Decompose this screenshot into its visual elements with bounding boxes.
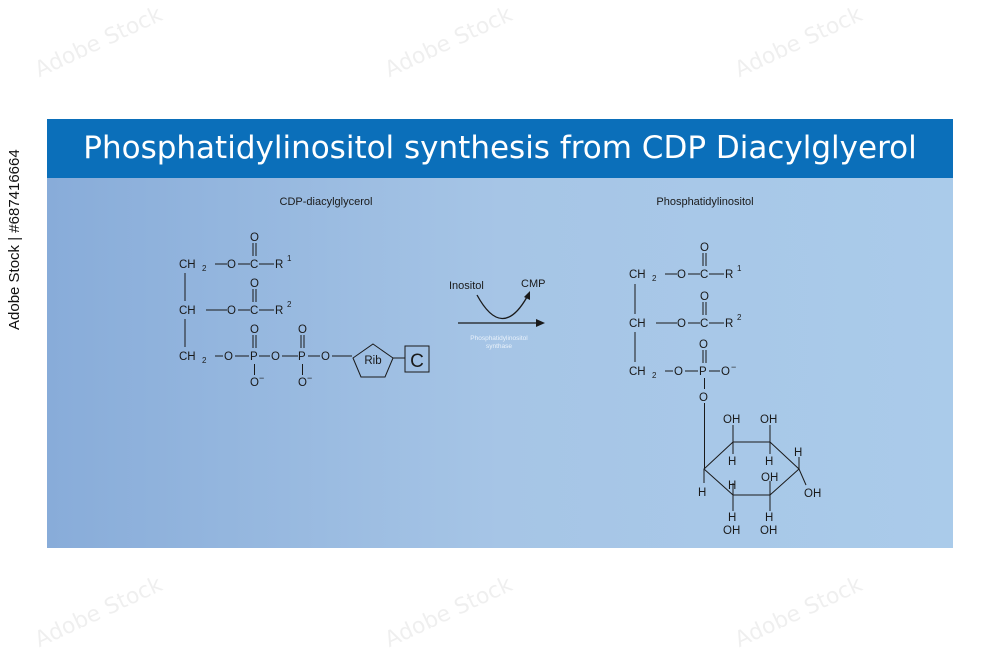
atom-label: − — [731, 362, 736, 372]
cytidine-label: C — [410, 351, 424, 372]
atom-label: C — [700, 318, 708, 330]
atom-label: O — [227, 259, 236, 271]
diagram-title: Phosphatidylinositol synthesis from CDP … — [47, 119, 953, 178]
reactant-name: CDP-diacylglycerol — [280, 196, 373, 208]
ring-atom-label: H — [728, 480, 736, 492]
atom-label: R — [725, 269, 733, 281]
atom-label: C — [250, 259, 258, 271]
ring-atom-label: H — [765, 456, 773, 468]
product-name: Phosphatidylinositol — [656, 196, 753, 208]
diagram-panel: Phosphatidylinositol synthesis from CDP … — [47, 119, 953, 548]
watermark: Adobe Stock — [31, 2, 167, 83]
atom-label: P — [250, 351, 258, 363]
ring-atom-label: OH — [760, 525, 777, 537]
atom-label: O — [250, 232, 259, 244]
atom-label: 1 — [737, 264, 742, 273]
atom-label: O — [700, 291, 709, 303]
atom-label: O — [298, 324, 307, 336]
atom-label: O — [298, 377, 307, 389]
atom-label: 2 — [202, 356, 207, 365]
ring-atom-label: OH — [723, 414, 740, 426]
atom-label: O — [227, 305, 236, 317]
reaction-arrow: Inositol CMP Phosphatidylinositol syntha… — [449, 278, 545, 350]
atom-label: P — [298, 351, 306, 363]
watermark: Adobe Stock — [381, 572, 517, 653]
ring-atom-label: OH — [760, 414, 777, 426]
atom-label: CH — [179, 305, 196, 317]
atom-label: O — [699, 339, 708, 351]
atom-label: 2 — [287, 300, 292, 309]
atom-label: CH — [629, 366, 646, 378]
atom-label: O — [699, 392, 708, 404]
ring-atom-label: H — [728, 456, 736, 468]
atom-label: C — [700, 269, 708, 281]
ring-atom-label: OH — [723, 525, 740, 537]
atom-label: 2 — [652, 371, 657, 380]
atom-label: R — [275, 305, 283, 317]
atom-label: CH — [629, 269, 646, 281]
atom-label: O — [224, 351, 233, 363]
atom-label: CH — [179, 259, 196, 271]
atom-label: CH — [629, 318, 646, 330]
ring-atom-label: H — [765, 512, 773, 524]
ring-atom-label: H — [728, 512, 736, 524]
atom-label: O — [271, 351, 280, 363]
atom-label: CH — [179, 351, 196, 363]
atom-label: C — [250, 305, 258, 317]
atom-label: 1 — [287, 254, 292, 263]
watermark: Adobe Stock — [731, 2, 867, 83]
atom-label: − — [259, 373, 264, 383]
atom-label: O — [700, 242, 709, 254]
atom-label: O — [250, 377, 259, 389]
enzyme-label: Phosphatidylinositol — [470, 335, 528, 342]
watermark: Adobe Stock — [731, 572, 867, 653]
cdp-diacylglycerol-structure — [184, 243, 430, 378]
watermark: Adobe Stock — [31, 572, 167, 653]
enzyme-label: synthase — [486, 343, 512, 350]
atom-label: R — [275, 259, 283, 271]
atom-label: O — [721, 366, 730, 378]
atom-label: 2 — [652, 274, 657, 283]
cdp-diacylglycerol-labels: CH 2 O C R 1 O CH O C R 2 O CH 2 O P O O… — [179, 232, 424, 389]
ring-atom-label: OH — [761, 472, 778, 484]
atom-label: P — [699, 366, 707, 378]
atom-label: O — [674, 366, 683, 378]
atom-label: O — [250, 324, 259, 336]
atom-label: O — [321, 351, 330, 363]
atom-label: O — [677, 318, 686, 330]
reaction-diagram: CDP-diacylglycerol Phosphatidylinositol — [179, 196, 821, 537]
atom-label: O — [250, 278, 259, 290]
ring-atom-label: H — [698, 487, 706, 499]
reaction-output-label: CMP — [521, 278, 545, 290]
watermark: Adobe Stock — [381, 2, 517, 83]
atom-label: O — [677, 269, 686, 281]
ring-atom-label: H — [794, 447, 802, 459]
reaction-input-label: Inositol — [449, 280, 484, 292]
atom-label: − — [307, 373, 312, 383]
ring-atom-label: OH — [804, 488, 821, 500]
atom-label: 2 — [737, 313, 742, 322]
atom-label: R — [725, 318, 733, 330]
ribose-label: Rib — [364, 355, 381, 367]
phosphatidylinositol-structure — [634, 253, 807, 511]
atom-label: 2 — [202, 264, 207, 273]
stock-id-label: Adobe Stock | #687416664 — [6, 149, 23, 330]
phosphatidylinositol-labels: CH 2 O C R 1 O CH O C R 2 O CH 2 O P O O… — [629, 242, 821, 537]
